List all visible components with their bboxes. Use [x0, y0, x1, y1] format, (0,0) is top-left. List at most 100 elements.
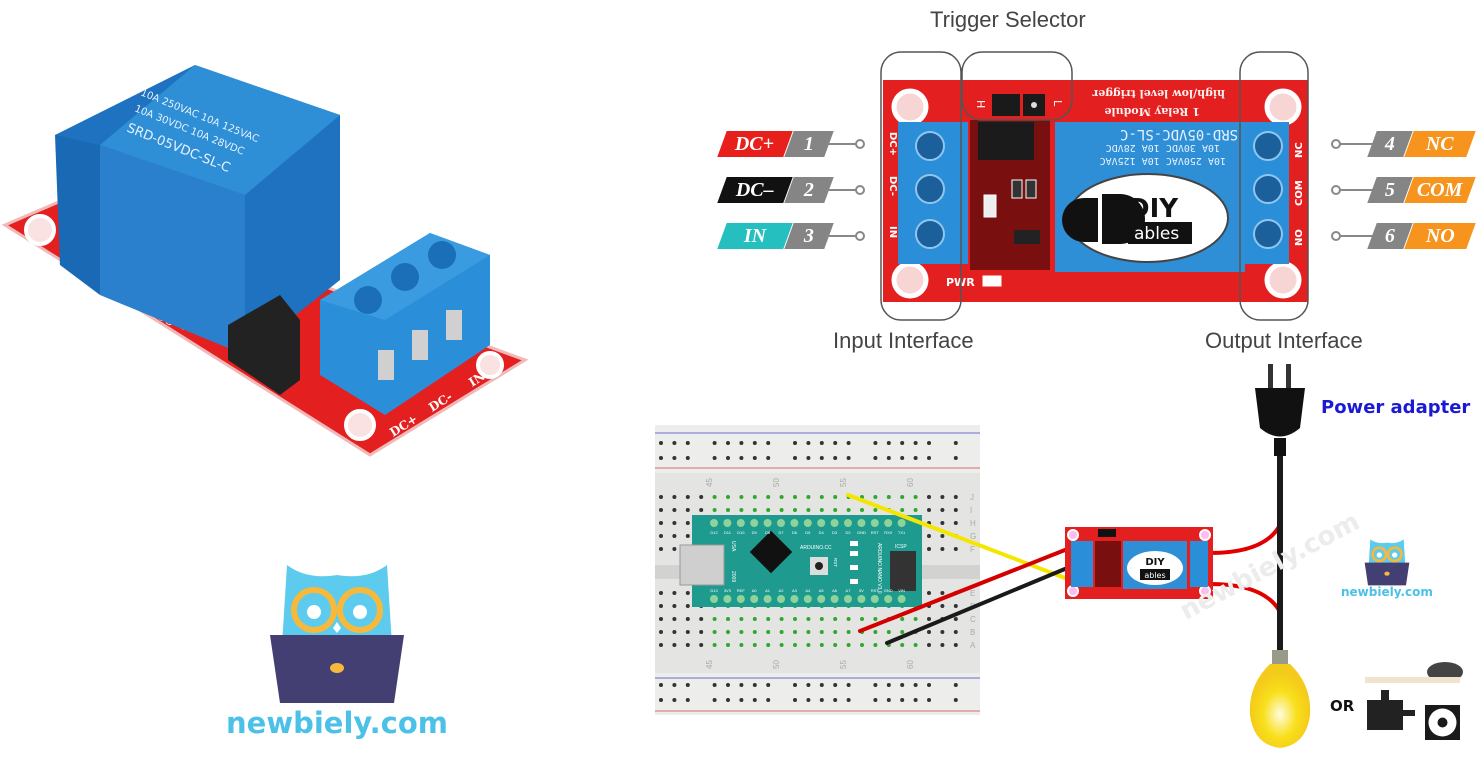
pin-tag-dcminus: DC–: [717, 177, 793, 203]
breadboard-hole: [940, 604, 945, 608]
breadboard-hole: [886, 495, 891, 499]
breadboard-hole: [779, 508, 784, 512]
power-rail-hole: [833, 456, 838, 460]
wire-load-no: [1209, 582, 1282, 614]
breadboard-hole: [793, 617, 797, 621]
power-rail-hole: [819, 683, 824, 687]
breadboard-hole: [793, 508, 797, 512]
power-rail-hole: [806, 683, 811, 687]
nano-pin: [830, 519, 839, 527]
owl-beak: [333, 622, 341, 633]
row-letter: C: [970, 615, 976, 624]
breadboard-hole: [699, 495, 704, 499]
breadboard-hole: [900, 630, 905, 634]
nano-pin: [750, 519, 759, 527]
breadboard-hole: [793, 643, 797, 647]
breadboard-hole: [659, 495, 663, 499]
power-rail-hole: [726, 698, 730, 702]
mount-hole: [24, 214, 56, 246]
nano-pin-label: GND: [857, 530, 866, 535]
laptop-logo-dot: [330, 663, 344, 673]
breadboard-hole: [726, 617, 730, 621]
breadboard-hole: [953, 521, 958, 525]
nano-pin: [790, 519, 799, 527]
output-interface-outline: [1239, 51, 1309, 321]
breadboard-hole: [752, 643, 757, 647]
plug-prong: [1286, 364, 1291, 388]
nano-pin: [817, 595, 826, 603]
alternative-loads: [1365, 662, 1463, 740]
nano-pin: [736, 595, 745, 603]
breadboard-hole: [699, 508, 704, 512]
nano-pin-label: A2: [779, 588, 785, 593]
breadboard-hole: [873, 643, 878, 647]
breadboard-hole: [712, 630, 717, 634]
nano-pin: [803, 595, 812, 603]
power-rail-hole: [766, 441, 771, 445]
power-rail-hole: [752, 441, 757, 445]
power-rail-hole: [685, 683, 690, 687]
breadboard-hole: [927, 547, 931, 551]
breadboard-hole: [699, 630, 704, 634]
nano-pin-label: A3: [792, 588, 798, 593]
plug-prong: [1268, 364, 1273, 388]
nano-pin-label: A5: [819, 588, 825, 593]
breadboard-hole: [672, 643, 677, 647]
nano-pin: [830, 595, 839, 603]
breadboard-hole: [766, 617, 771, 621]
power-rail-hole: [873, 683, 878, 687]
nano-pin-label: D5: [805, 530, 811, 535]
breadboard-hole: [819, 630, 824, 634]
pin-tag-in: IN: [717, 223, 793, 249]
power-rail-hole: [766, 698, 771, 702]
power-rail-hole: [819, 698, 824, 702]
power-rail-hole: [846, 456, 851, 460]
nano-pin: [870, 595, 879, 603]
jumper-cap: [992, 94, 1020, 116]
power-rail-hole: [659, 683, 663, 687]
breadboard-hole: [900, 508, 905, 512]
relay-module-small: DIY ables: [1065, 527, 1213, 599]
nano-pin-label: RST: [871, 588, 880, 593]
breadboard-hole: [766, 630, 771, 634]
optocoupler: [978, 122, 1034, 160]
nano-pin-label: REF: [737, 588, 746, 593]
breadboard-hole: [927, 643, 931, 647]
row-letter: G: [970, 532, 976, 541]
breadboard-hole: [833, 643, 838, 647]
breadboard-hole: [779, 630, 784, 634]
breadboard-hole: [779, 643, 784, 647]
breadboard-hole: [685, 643, 690, 647]
power-rail-hole: [873, 456, 878, 460]
row-letter: A: [970, 641, 976, 650]
breadboard-hole: [766, 643, 771, 647]
pin-tag-com: COM: [1404, 177, 1476, 203]
breadboard-hole: [685, 508, 690, 512]
owl-eye: [307, 605, 321, 619]
nano-pin: [777, 519, 785, 527]
col-number-60: 60: [906, 478, 915, 487]
breadboard-hole: [806, 495, 811, 499]
power-rail-hole: [712, 698, 717, 702]
power-rail-hole: [846, 683, 851, 687]
breadboard-hole: [953, 617, 958, 621]
nano-pin-label: RST: [871, 530, 880, 535]
terminal-screw-hole: [391, 263, 419, 291]
power-rail-hole: [726, 456, 730, 460]
breadboard-hole: [953, 547, 958, 551]
nano-pin: [736, 519, 745, 527]
breadboard-hole: [953, 508, 958, 512]
nano-pin-label: D13: [710, 588, 718, 593]
power-rail-hole: [900, 698, 905, 702]
terminal-label-com: COM: [1294, 180, 1305, 206]
nano-pin: [723, 519, 732, 527]
breadboard-hole: [806, 643, 811, 647]
silk-title: 1 Relay Module: [1104, 105, 1200, 118]
breadboard-hole: [752, 617, 757, 621]
power-rail-hole: [886, 456, 891, 460]
terminal-label-dcminus: DC-: [887, 176, 898, 196]
nano-pin-label: D7: [778, 530, 784, 535]
power-rail-hole: [752, 456, 757, 460]
